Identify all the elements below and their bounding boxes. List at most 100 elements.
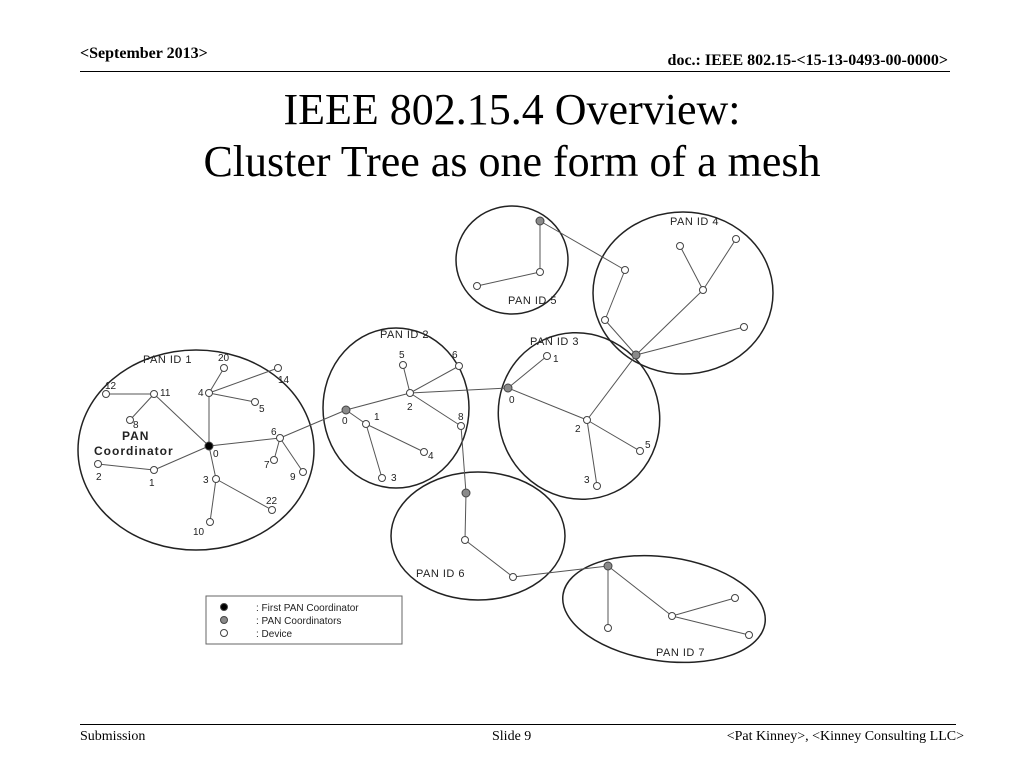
cluster-pan1-ellipse xyxy=(77,349,315,551)
link xyxy=(209,478,217,523)
node-label: 9 xyxy=(290,472,296,483)
footer-author: <Pat Kinney>, <Kinney Consulting LLC> xyxy=(726,729,964,744)
device-node xyxy=(699,286,707,294)
link xyxy=(345,392,411,411)
device-node xyxy=(276,434,284,442)
legend: : First PAN Coordinator : PAN Coordinato… xyxy=(205,595,403,645)
node-label: 3 xyxy=(203,475,209,486)
node-label: 10 xyxy=(193,527,205,538)
node-label: 3 xyxy=(584,475,590,486)
footer-submission: Submission xyxy=(80,729,146,744)
node-label: 0 xyxy=(342,416,348,427)
cluster-label-pan6: PAN ID 6 xyxy=(416,568,465,580)
cluster-label-pan5: PAN ID 5 xyxy=(508,295,557,307)
node-label: 4 xyxy=(198,388,204,399)
device-node xyxy=(604,624,612,632)
device-node xyxy=(102,390,110,398)
device-node xyxy=(536,268,544,276)
footer-rule xyxy=(80,724,956,725)
pan-coordinator-node xyxy=(603,561,613,571)
link xyxy=(279,437,304,473)
node-label: 7 xyxy=(264,460,270,471)
cluster-label-pan7: PAN ID 7 xyxy=(656,647,705,659)
device-node xyxy=(126,416,134,424)
node-label: 2 xyxy=(407,402,413,413)
legend-box xyxy=(205,595,403,645)
node-label: 0 xyxy=(213,449,219,460)
node-label: 22 xyxy=(266,496,278,507)
link xyxy=(476,271,541,287)
link xyxy=(97,463,155,471)
cluster-label-pan3: PAN ID 3 xyxy=(530,336,579,348)
link xyxy=(464,539,514,578)
link xyxy=(671,615,750,636)
node-label: 0 xyxy=(509,395,515,406)
device-node xyxy=(220,364,228,372)
pan-coordinator-node xyxy=(461,488,471,498)
link xyxy=(702,238,737,291)
link xyxy=(464,492,467,541)
link xyxy=(671,597,736,617)
device-node xyxy=(457,422,465,430)
node-label: 4 xyxy=(428,451,434,462)
node-label: 3 xyxy=(391,473,397,484)
node-label: 5 xyxy=(645,440,651,451)
title-line-1: IEEE 802.15.4 Overview: xyxy=(283,85,741,134)
device-node xyxy=(745,631,753,639)
node-label: 12 xyxy=(105,381,117,392)
pan-coordinator-node xyxy=(535,216,545,226)
device-node xyxy=(509,573,517,581)
link xyxy=(607,565,673,617)
device-node xyxy=(621,266,629,274)
device-node xyxy=(268,506,276,514)
node-label: 8 xyxy=(133,420,139,431)
link xyxy=(635,289,704,356)
link xyxy=(460,425,467,494)
device-node xyxy=(406,389,414,397)
device-node xyxy=(378,474,386,482)
legend-black-dot-icon xyxy=(220,603,228,611)
device-node xyxy=(150,390,158,398)
pan-coordinator-node xyxy=(341,405,351,415)
cluster-label-pan4: PAN ID 4 xyxy=(670,216,719,228)
link xyxy=(153,445,210,471)
cluster-label-pan1: PAN ID 1 xyxy=(143,354,192,366)
link xyxy=(365,423,383,479)
device-node xyxy=(420,448,428,456)
cluster-pan4-ellipse xyxy=(592,211,774,375)
device-node xyxy=(299,468,307,476)
header-rule xyxy=(80,71,950,72)
node-label: 11 xyxy=(160,388,171,399)
link xyxy=(586,419,598,487)
link xyxy=(604,319,637,356)
link xyxy=(409,387,509,394)
cluster-label-pan2: PAN ID 2 xyxy=(380,329,429,341)
link xyxy=(208,367,225,394)
link xyxy=(402,364,411,394)
pan-coordinator-label-line1: PAN xyxy=(122,429,149,443)
slide-title: IEEE 802.15.4 Overview: Cluster Tree as … xyxy=(0,84,1024,188)
header-doc-id: doc.: IEEE 802.15-<15-13-0493-00-0000> xyxy=(667,52,948,69)
node-label: 1 xyxy=(553,354,559,365)
device-node xyxy=(636,447,644,455)
node-label: 5 xyxy=(259,404,265,415)
node-label: 1 xyxy=(149,478,155,489)
node-label: 20 xyxy=(218,353,230,364)
node-label: 2 xyxy=(96,472,102,483)
footer-slide-number: Slide 9 xyxy=(492,729,532,744)
device-node xyxy=(740,323,748,331)
device-node xyxy=(676,242,684,250)
device-node xyxy=(205,389,213,397)
link xyxy=(512,565,609,578)
link xyxy=(507,387,588,421)
device-node xyxy=(399,361,407,369)
device-node xyxy=(94,460,102,468)
node-label: 14 xyxy=(278,375,290,386)
pan-coordinator-node xyxy=(631,350,641,360)
legend-gray-dot-icon xyxy=(220,616,228,624)
link xyxy=(208,445,217,480)
link xyxy=(586,354,637,421)
link xyxy=(539,220,626,271)
link xyxy=(586,419,641,452)
